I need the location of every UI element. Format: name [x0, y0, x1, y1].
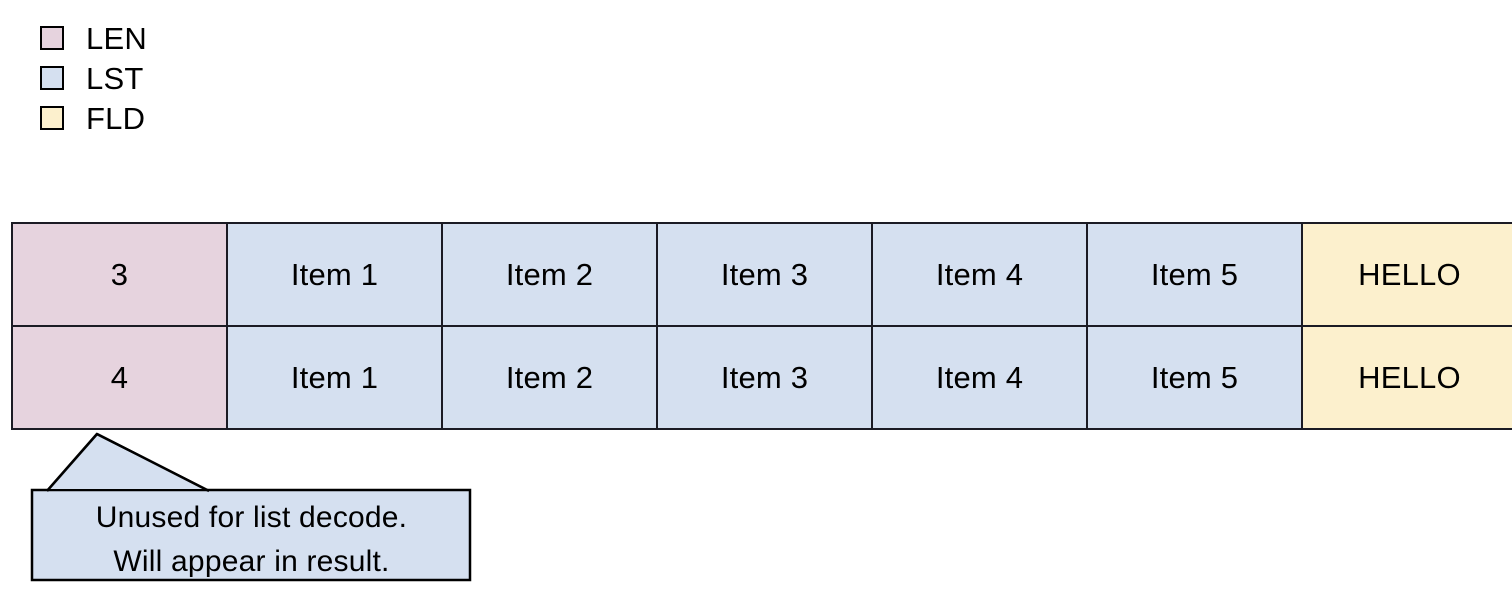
- cell-lst-row1-item2: Item 3: [656, 325, 873, 430]
- pdu-table: 3 Item 1 Item 2 Item 3 Item 4 Item 5 HEL…: [11, 222, 1512, 430]
- legend-item-fld: FLD: [40, 98, 147, 138]
- cell-lst-row1-item3: Item 4: [871, 325, 1088, 430]
- cell-fld-row0: HELLO: [1301, 222, 1512, 327]
- callout-tail-fill: [49, 436, 206, 489]
- legend-label-lst: LST: [86, 60, 144, 96]
- cell-lst-row0-item3: Item 4: [871, 222, 1088, 327]
- cell-lst-row0-item4: Item 5: [1086, 222, 1303, 327]
- legend-label-fld: FLD: [86, 100, 146, 136]
- legend-label-len: LEN: [86, 20, 147, 56]
- cell-lst-row1-item1: Item 2: [441, 325, 658, 430]
- table-row: 4 Item 1 Item 2 Item 3 Item 4 Item 5 HEL…: [11, 325, 1512, 430]
- legend-swatch-icon-fld: [40, 106, 64, 130]
- cell-lst-row0-item2: Item 3: [656, 222, 873, 327]
- cell-lst-row0-item1: Item 2: [441, 222, 658, 327]
- cell-lst-row1-item4: Item 5: [1086, 325, 1303, 430]
- cell-fld-row1: HELLO: [1301, 325, 1512, 430]
- callout-annotation: Unused for list decode. Will appear in r…: [0, 425, 520, 595]
- legend-swatch-icon-lst: [40, 66, 64, 90]
- callout-tail-edge-left: [46, 433, 98, 492]
- callout-tail-edge-right: [96, 432, 210, 493]
- cell-len-row0: 3: [11, 222, 228, 327]
- legend-item-lst: LST: [40, 58, 147, 98]
- legend: LEN LST FLD: [40, 18, 147, 138]
- cell-lst-row1-item0: Item 1: [226, 325, 443, 430]
- legend-item-len: LEN: [40, 18, 147, 58]
- callout-bubble-shape: [30, 432, 472, 582]
- cell-len-row1: 4: [11, 325, 228, 430]
- callout-body: [30, 488, 472, 582]
- cell-lst-row0-item0: Item 1: [226, 222, 443, 327]
- table-row: 3 Item 1 Item 2 Item 3 Item 4 Item 5 HEL…: [11, 222, 1512, 327]
- legend-swatch-icon-len: [40, 26, 64, 50]
